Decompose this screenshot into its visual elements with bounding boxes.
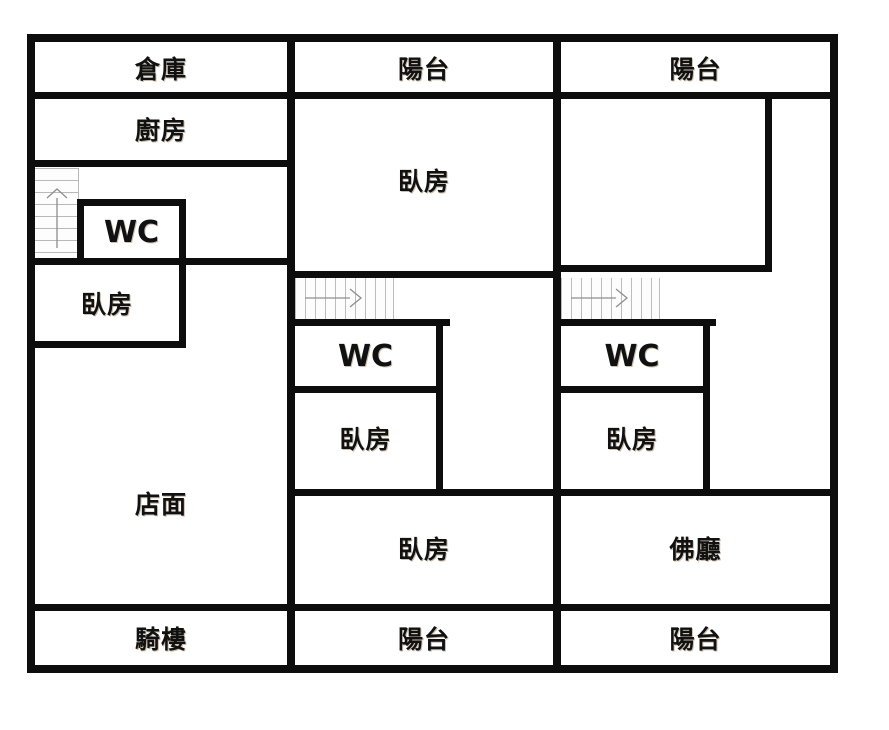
stair-tread bbox=[355, 278, 356, 319]
room-label-wc-left: WC bbox=[103, 214, 160, 250]
room-label-bedroom-left: 臥房 bbox=[80, 290, 133, 319]
wall-wc-right-right bbox=[703, 319, 710, 489]
room-label-balcony-mid-top: 陽台 bbox=[397, 54, 450, 84]
wall-wc-left-left bbox=[77, 199, 84, 265]
stair-tread bbox=[641, 278, 642, 319]
room-label-wc-right: WC bbox=[604, 338, 660, 374]
stair-right-arrow-icon bbox=[305, 288, 363, 308]
wall-wc-right-top bbox=[553, 319, 716, 326]
wall-hall-bedroom-left bbox=[27, 258, 295, 265]
wall-balcony-mid-bottom bbox=[287, 604, 561, 611]
wall-rt-lower-divider bbox=[553, 489, 838, 496]
wall-kitchen-hall bbox=[27, 160, 295, 167]
room-label-bedroom-mid: 臥房 bbox=[339, 425, 392, 454]
stair-tread bbox=[393, 278, 394, 319]
stair-middle[interactable] bbox=[295, 278, 394, 319]
room-label-arcade: 騎樓 bbox=[134, 625, 187, 654]
room-label-storefront: 店面 bbox=[134, 490, 187, 519]
stair-tread bbox=[651, 278, 652, 319]
wall-wc-mid-bottom bbox=[287, 386, 443, 393]
room-label-storage: 倉庫 bbox=[134, 54, 187, 84]
wall-wc-left-top bbox=[77, 199, 186, 206]
wall-room-rt-bottom bbox=[553, 265, 772, 272]
stair-tread bbox=[35, 252, 79, 253]
room-label-kitchen: 廚房 bbox=[134, 116, 187, 145]
stair-tread bbox=[659, 278, 660, 319]
wall-balcony-mid-top bbox=[287, 92, 561, 99]
stair-tread bbox=[35, 168, 79, 169]
wall-wc-mid-top bbox=[287, 319, 450, 326]
divider-middle-right bbox=[553, 34, 561, 673]
stair-tread bbox=[365, 278, 366, 319]
divider-left-middle bbox=[287, 34, 295, 673]
wall-balcony-rt-bottom bbox=[553, 604, 838, 611]
stair-up-arrow-icon bbox=[46, 188, 68, 248]
stair-left[interactable] bbox=[35, 168, 79, 263]
outer-wall-left bbox=[27, 34, 35, 673]
stair-tread bbox=[561, 278, 562, 319]
room-label-room-rt-unnamed bbox=[561, 160, 765, 210]
wall-balcony-rt-top bbox=[553, 92, 838, 99]
wall-wc-mid-right bbox=[436, 319, 443, 489]
wall-mid-lower-divider bbox=[287, 489, 561, 496]
room-label-bedroom-right: 臥房 bbox=[605, 425, 658, 454]
stair-right[interactable] bbox=[561, 278, 660, 319]
stair-tread bbox=[375, 278, 376, 319]
wall-bedroom-left-bottom bbox=[27, 341, 186, 348]
wall-storefront-arcade bbox=[27, 604, 295, 611]
wall-room-rt-right bbox=[765, 92, 772, 272]
room-label-balcony-rt-bot: 陽台 bbox=[669, 625, 722, 654]
stair-tread bbox=[35, 180, 79, 181]
stair-tread bbox=[35, 192, 79, 193]
stair-tread bbox=[295, 278, 296, 319]
stair-right-arrow-icon bbox=[571, 288, 629, 308]
wall-wc-left-right bbox=[179, 199, 186, 265]
stair-tread bbox=[631, 278, 632, 319]
stair-tread bbox=[621, 278, 622, 319]
room-label-balcony-mid-bot: 陽台 bbox=[397, 625, 450, 654]
room-label-wc-mid: WC bbox=[337, 338, 394, 374]
room-label-balcony-rt-top: 陽台 bbox=[669, 54, 722, 84]
room-label-bedroom-mid-top: 臥房 bbox=[397, 167, 450, 196]
stair-tread bbox=[385, 278, 386, 319]
outer-wall-top bbox=[27, 34, 838, 42]
wall-bedroom-mid-top-bottom bbox=[287, 271, 561, 278]
room-label-bedroom-mid-bot: 臥房 bbox=[397, 535, 450, 564]
wall-storage-kitchen bbox=[27, 92, 295, 99]
wall-wc-right-bottom bbox=[553, 386, 710, 393]
room-label-buddha-hall: 佛廳 bbox=[669, 535, 722, 564]
outer-wall-right bbox=[830, 34, 838, 673]
outer-wall-bottom bbox=[27, 665, 838, 673]
wall-bedroom-left-right bbox=[179, 258, 186, 348]
